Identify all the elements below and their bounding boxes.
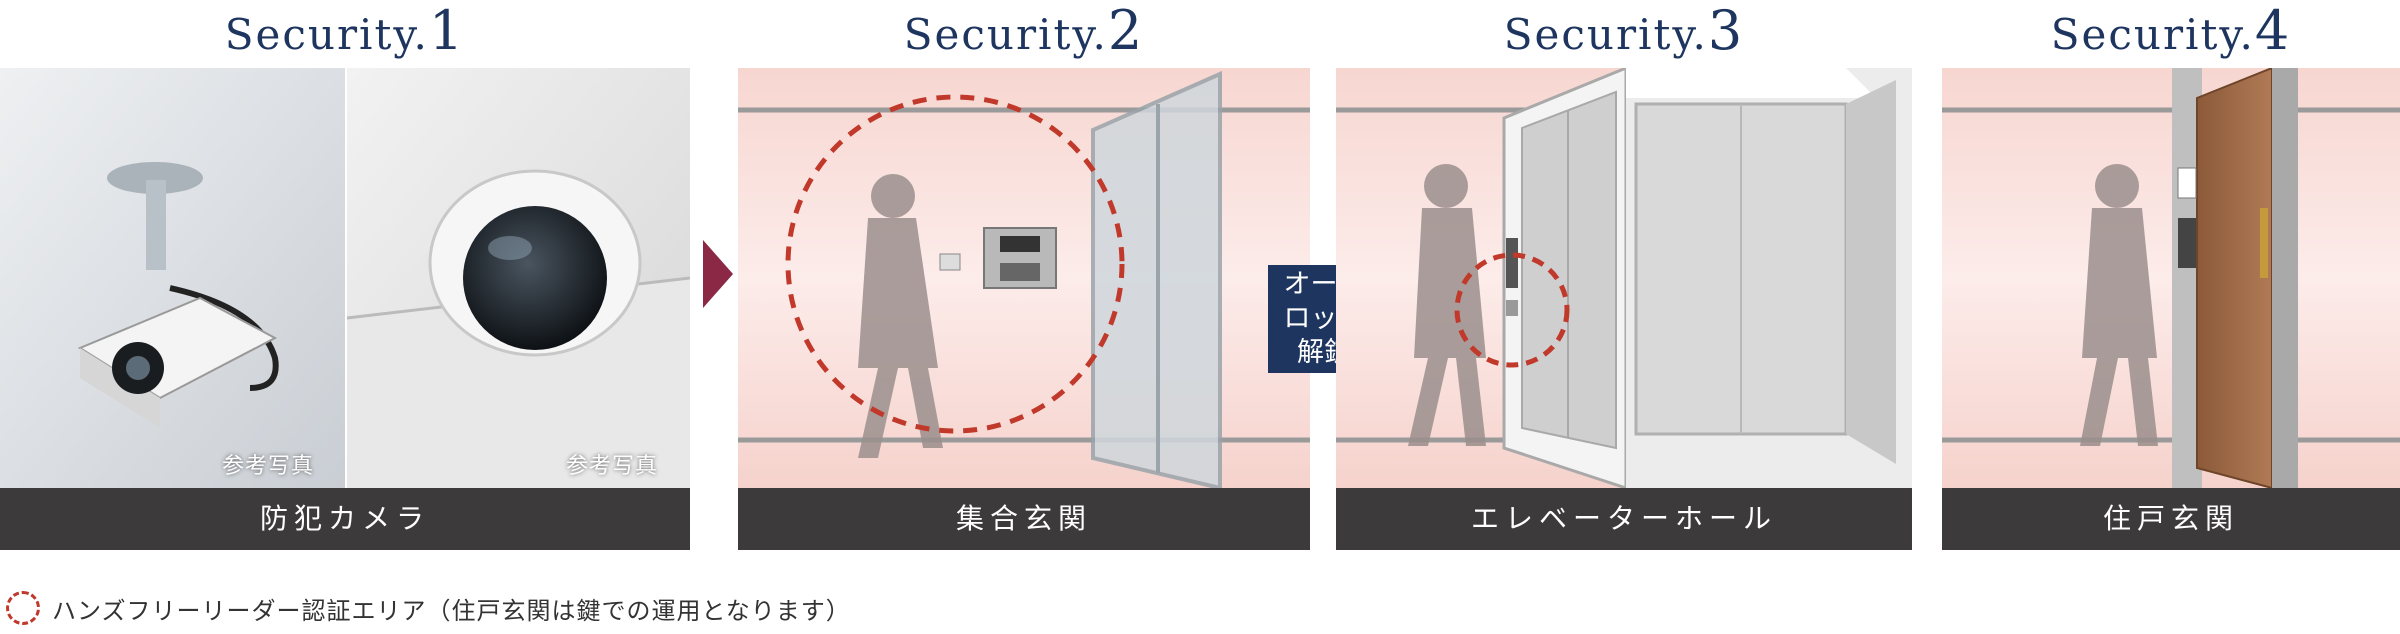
section-2-heading: Security.2	[903, 0, 1145, 62]
elevator-illustration	[1336, 68, 1912, 488]
elevator-call-panel	[1506, 238, 1518, 288]
legend-text: ハンズフリーリーダー認証エリア（住戸玄関は鍵での運用となります）	[52, 596, 851, 625]
auth-area-circle	[785, 94, 1125, 434]
hands-free-reader	[939, 253, 961, 271]
dashed-circle-icon	[6, 591, 40, 625]
camera-cable	[169, 285, 279, 391]
section-1-heading: Security.1	[224, 0, 466, 62]
person-silhouette	[2080, 164, 2158, 446]
camera-photos-illustration	[0, 68, 690, 488]
legend: ハンズフリーリーダー認証エリア（住戸玄関は鍵での運用となります）	[0, 582, 851, 634]
section-4-caption: 住戸玄関	[1942, 488, 2400, 550]
unit-door-panel	[1942, 68, 2400, 488]
person-silhouette	[1408, 164, 1486, 446]
flow-arrow	[703, 240, 733, 308]
photo-tag-left: 参考写真	[222, 454, 315, 479]
section-3-heading: Security.3	[1503, 0, 1745, 62]
camera-mount	[107, 162, 203, 194]
room-number-plate	[2177, 167, 2197, 199]
door-reader	[2178, 218, 2196, 268]
elevator-panel	[1336, 68, 1912, 488]
camera-pole	[146, 180, 166, 270]
section-2-caption: 集合玄関	[738, 488, 1310, 550]
ceiling-photo-left	[0, 68, 345, 488]
section-1-caption: 防犯カメラ	[0, 488, 690, 550]
camera-photos-panel: 参考写真 参考写真	[0, 68, 690, 488]
dome-camera-lens	[463, 206, 607, 350]
entrance-panel	[738, 68, 1310, 488]
door-handle	[2260, 208, 2268, 278]
unit-door	[2196, 68, 2273, 488]
bullet-camera-side	[80, 348, 160, 428]
entrance-illustration	[738, 68, 1310, 488]
photo-tag-right: 参考写真	[566, 454, 659, 479]
unit-door-illustration	[1942, 68, 2400, 488]
section-3-caption: エレベーターホール	[1336, 488, 1912, 550]
section-4-heading: Security.4	[2050, 0, 2292, 62]
auth-area-circle	[1454, 252, 1570, 368]
